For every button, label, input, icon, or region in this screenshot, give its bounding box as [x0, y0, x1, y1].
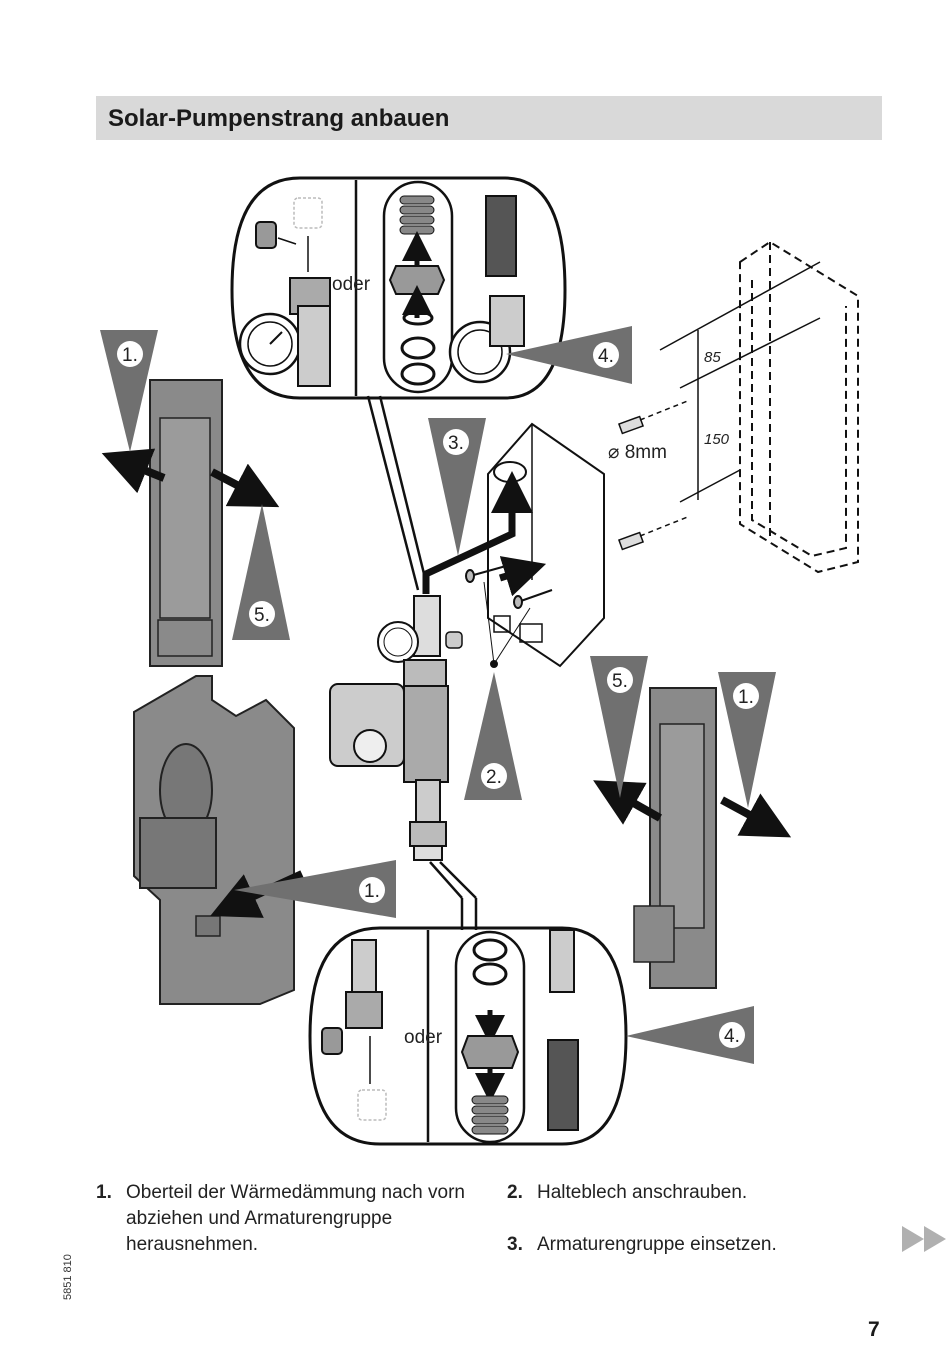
top-detail-bubble: oder [230, 176, 567, 400]
callout-3: 3. [428, 418, 486, 556]
insulation-right-half [633, 687, 717, 989]
oder-label-bottom: oder [404, 1027, 443, 1048]
callout-5-right: 5. [590, 656, 648, 798]
page-number: 7 [868, 1318, 880, 1341]
mounting-bracket [487, 422, 605, 668]
step-2-number: 2. [507, 1182, 523, 1203]
svg-text:5.: 5. [612, 671, 628, 692]
svg-text:2.: 2. [486, 767, 502, 788]
callout-4-top: 4. [506, 326, 632, 384]
callout-1-right: 1. [718, 672, 776, 808]
detail-leader-lines [366, 395, 478, 930]
section-title-bar: Solar-Pumpenstrang anbauen [96, 96, 882, 140]
callout-4-bottom: 4. [626, 1006, 754, 1064]
svg-text:1.: 1. [364, 881, 380, 902]
spring-icon [399, 195, 435, 235]
svg-text:4.: 4. [598, 346, 614, 367]
drill-diameter-label: ⌀ 8mm [608, 442, 667, 463]
step-3-text: Armaturengruppe einsetzen. [537, 1234, 777, 1255]
oder-label-top: oder [332, 274, 371, 295]
dimension-150: 150 [704, 431, 730, 448]
callout-5-left: 5. [232, 504, 290, 640]
step-1-number: 1. [96, 1182, 112, 1203]
wall-dowels [617, 399, 691, 551]
dimension-85: 85 [704, 349, 721, 366]
svg-text:1.: 1. [738, 687, 754, 708]
document-number: 5851 810 [62, 1254, 74, 1300]
page-title: Solar-Pumpenstrang anbauen [108, 105, 450, 132]
callout-1-left: 1. [100, 330, 158, 452]
callout-1-bottom: 1. [234, 860, 396, 918]
svg-text:4.: 4. [724, 1026, 740, 1047]
next-page-icon[interactable] [902, 1226, 948, 1252]
step-1-text: Oberteil der Wärmedämmung nach vorn abzi… [126, 1182, 465, 1255]
screws [465, 565, 553, 668]
installation-diagram: oder oder [100, 176, 859, 1146]
bottom-detail-bubble: oder [308, 926, 628, 1146]
svg-text:1.: 1. [122, 345, 138, 366]
spring-icon [471, 1095, 509, 1135]
insert-path-arrow [422, 471, 533, 594]
step-3-number: 3. [507, 1234, 523, 1255]
insulation-bottom-block [133, 675, 295, 1005]
wall-template-dashed [739, 240, 859, 574]
callout-2: 2. [464, 672, 522, 800]
dimension-lines [659, 261, 821, 503]
insulation-left-half [149, 379, 223, 667]
svg-text:5.: 5. [254, 605, 270, 626]
svg-text:3.: 3. [448, 433, 464, 454]
step-2-text: Halteblech anschrauben. [537, 1182, 748, 1203]
pump-assembly [329, 595, 463, 861]
